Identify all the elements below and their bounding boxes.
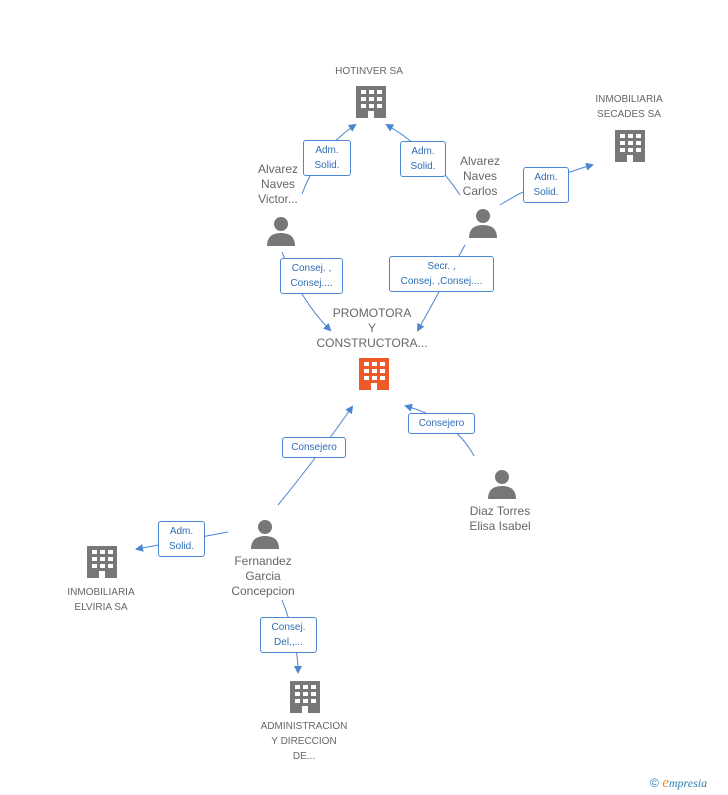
edge-label-carlos-secades[interactable]: Adm. Solid. bbox=[523, 167, 569, 203]
building-icon[interactable] bbox=[359, 358, 389, 390]
brand-initial: e bbox=[662, 775, 669, 791]
administracion-label[interactable]: ADMINISTRACION Y DIRECCION DE... bbox=[260, 721, 348, 762]
edge-label-fernandez-administracion[interactable]: Consej. Del.,... bbox=[260, 617, 317, 653]
promotora-label[interactable]: PROMOTORA Y CONSTRUCTORA... bbox=[316, 306, 428, 350]
brand-name: mpresia bbox=[668, 776, 708, 790]
edge-label-carlos-hotinver[interactable]: Adm. Solid. bbox=[400, 141, 446, 177]
person-icon[interactable] bbox=[468, 208, 498, 238]
edge-fernandez-promotora bbox=[277, 405, 354, 506]
copyright-icon: © bbox=[650, 776, 659, 790]
diaz-label[interactable]: Diaz Torres Elisa Isabel bbox=[469, 504, 531, 533]
fernandez-label[interactable]: Fernandez Garcia Concepcion bbox=[231, 554, 295, 598]
person-icon[interactable] bbox=[487, 469, 517, 499]
footer-brand[interactable]: © empresia bbox=[650, 775, 707, 792]
building-icon[interactable] bbox=[615, 130, 645, 162]
person-icon[interactable] bbox=[266, 216, 296, 246]
building-icon[interactable] bbox=[290, 681, 320, 713]
secades-label[interactable]: INMOBILIARIA SECADES SA bbox=[595, 94, 663, 120]
building-icon[interactable] bbox=[356, 86, 386, 118]
carlos-label[interactable]: Alvarez Naves Carlos bbox=[459, 154, 500, 198]
edge-label-carlos-promotora[interactable]: Secr. , Consej. ,Consej.... bbox=[389, 256, 494, 292]
building-icon[interactable] bbox=[87, 546, 117, 578]
edge-label-fernandez-elviria[interactable]: Adm. Solid. bbox=[158, 521, 205, 557]
edge-label-fernandez-promotora[interactable]: Consejero bbox=[282, 437, 346, 458]
brand-logo: empresia bbox=[662, 775, 708, 791]
edge-label-victor-hotinver[interactable]: Adm. Solid. bbox=[303, 140, 351, 176]
person-icon[interactable] bbox=[250, 519, 280, 549]
hotinver-label[interactable]: HOTINVER SA bbox=[335, 66, 403, 77]
edge-label-victor-promotora[interactable]: Consej. , Consej.... bbox=[280, 258, 343, 294]
edge-label-diaz-promotora[interactable]: Consejero bbox=[408, 413, 475, 434]
elviria-label[interactable]: INMOBILIARIA ELVIRIA SA bbox=[67, 587, 135, 613]
victor-label[interactable]: Alvarez Naves Victor... bbox=[257, 162, 298, 206]
